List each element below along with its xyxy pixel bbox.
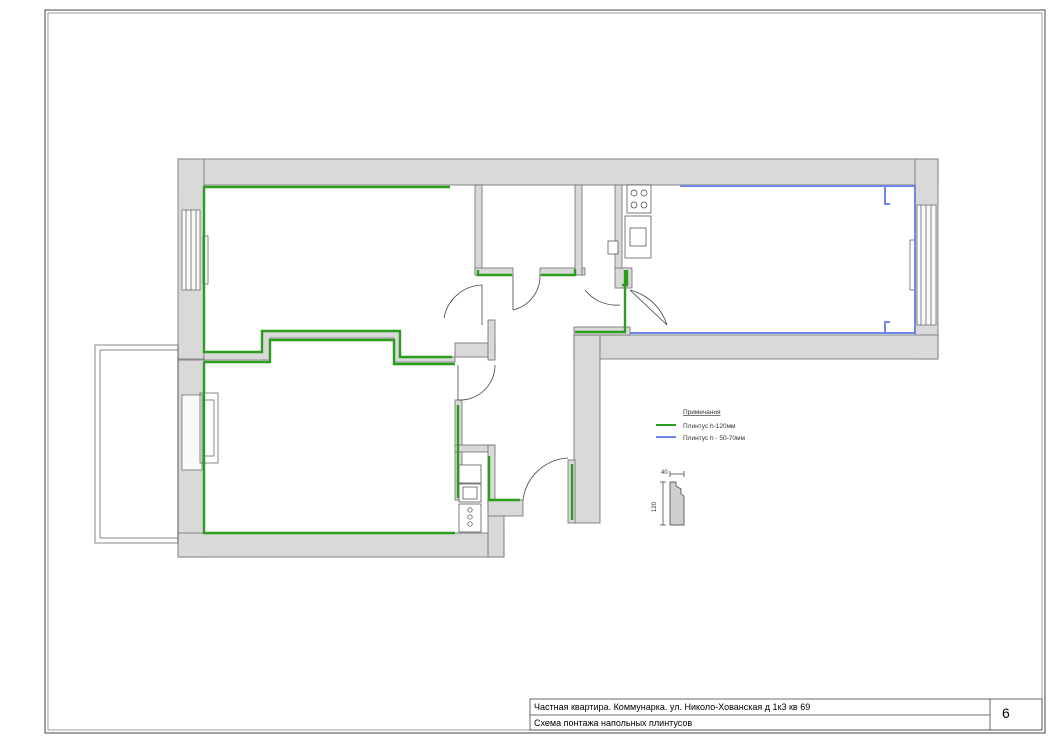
baseboard-50-70-lines xyxy=(630,185,916,334)
doors xyxy=(443,274,668,501)
baseboard-120-lines xyxy=(202,185,629,535)
windows xyxy=(185,205,932,464)
sheet-number: 6 xyxy=(1002,705,1010,721)
balcony xyxy=(94,344,179,544)
baseboard-profile-detail: 40 120 xyxy=(652,470,685,526)
sheet-title: Схема понтажа напольных плинтусов xyxy=(534,718,693,728)
profile-width-label: 40 xyxy=(661,470,668,476)
radiators xyxy=(202,235,916,291)
kitchen-fixtures xyxy=(607,184,652,259)
legend: Примечания Плинтус h-120мм Плинтус h - 5… xyxy=(656,409,745,442)
profile-height-label: 120 xyxy=(652,501,658,512)
bathroom-fixtures xyxy=(458,464,482,533)
title-block xyxy=(529,698,1043,731)
walls xyxy=(177,158,939,558)
legend-label-50-70: Плинтус h - 50-70мм xyxy=(683,435,745,442)
legend-title: Примечания xyxy=(683,409,721,416)
legend-label-120: Плинтус h-120мм xyxy=(683,423,736,430)
project-name: Частная квартира. Коммунарка. ул. Николо… xyxy=(534,702,811,712)
sheet-outer-frame xyxy=(44,9,1046,734)
